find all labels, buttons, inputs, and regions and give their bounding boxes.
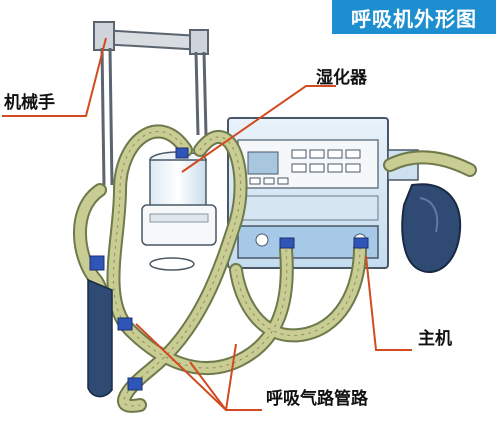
label-humidifier: 湿化器 xyxy=(316,68,367,88)
page-title: 呼吸机外形图 xyxy=(351,6,477,31)
main-unit xyxy=(227,117,419,269)
label-mechanical-arm: 机械手 xyxy=(4,93,55,113)
leader-lines xyxy=(2,37,412,411)
humidifier xyxy=(141,151,217,271)
breathing-bag xyxy=(401,183,462,273)
title-box: 呼吸机外形图 xyxy=(332,0,496,34)
tube-connectors xyxy=(89,147,369,391)
label-main-unit: 主机 xyxy=(418,329,452,349)
mechanical-arm xyxy=(93,21,209,186)
label-tubing: 呼吸气路管路 xyxy=(266,389,368,409)
arm-sleeve xyxy=(87,278,113,398)
title-background xyxy=(332,0,496,34)
